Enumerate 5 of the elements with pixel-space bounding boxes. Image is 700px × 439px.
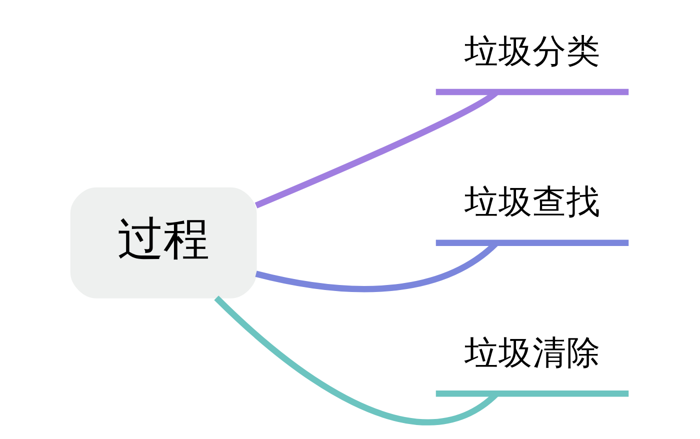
node-text: 垃圾清除 <box>464 332 600 372</box>
node-text: 垃圾查找 <box>464 182 600 222</box>
node-box: 过程 <box>70 187 257 298</box>
node-text: 垃圾分类 <box>464 31 600 70</box>
connector <box>214 296 499 426</box>
